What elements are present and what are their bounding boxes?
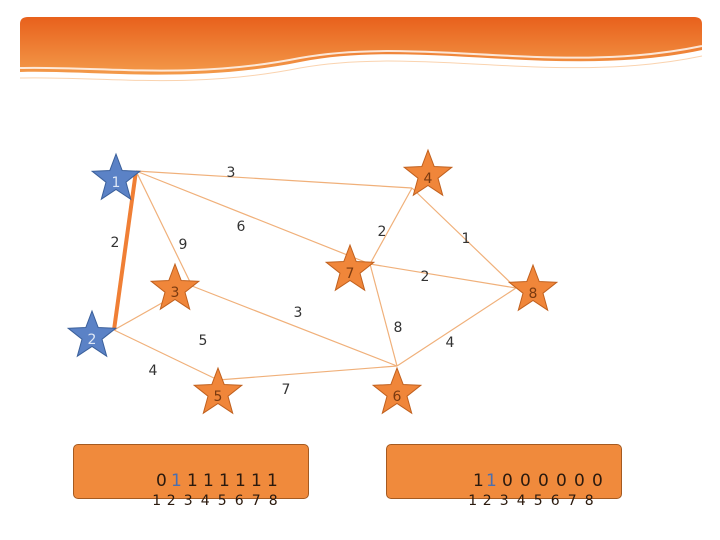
left-index: 7 [251, 493, 261, 509]
left-index: 1 [152, 493, 162, 509]
left-value: 1 [203, 471, 214, 491]
edge-1-7 [135, 170, 371, 265]
node-label-5: 5 [214, 389, 223, 405]
right-index: 3 [499, 493, 509, 509]
edge-weight-6-8: 4 [446, 335, 455, 351]
star-icon [324, 243, 376, 292]
edge-2-5 [113, 329, 219, 381]
right-value: 0 [574, 471, 585, 491]
edge-weight-3-6: 3 [294, 305, 303, 321]
right-value: 0 [556, 471, 567, 491]
star-icon [192, 366, 244, 415]
edge-5-6 [217, 365, 398, 381]
right-value: 0 [538, 471, 549, 491]
right-value: 1 [473, 471, 484, 491]
right-index: 2 [482, 493, 492, 509]
left-index: 3 [183, 493, 193, 509]
right-value: 0 [520, 471, 531, 491]
left-value: 1 [219, 471, 230, 491]
left-index: 8 [268, 493, 278, 509]
edge-weight-3-2: 5 [199, 333, 208, 349]
edge-4-7 [369, 187, 413, 265]
left-value: 1 [251, 471, 262, 491]
star-icon [402, 148, 454, 197]
edge-weight-1-3: 9 [179, 237, 188, 253]
edge-weight-1-4: 3 [227, 165, 236, 181]
left-index: 4 [200, 493, 210, 509]
right-value: 0 [592, 471, 603, 491]
edge-3-6 [191, 285, 398, 367]
right-value: 1 [486, 471, 497, 491]
left-value: 1 [235, 471, 246, 491]
left-index: 6 [234, 493, 244, 509]
star-icon [149, 262, 201, 311]
right-index: 5 [533, 493, 543, 509]
left-value: 1 [171, 471, 182, 491]
left-index: 5 [217, 493, 227, 509]
node-4: 4 [402, 148, 454, 197]
star-icon [371, 366, 423, 415]
left-value: 1 [267, 471, 278, 491]
star-icon [507, 263, 559, 312]
node-label-4: 4 [424, 171, 433, 187]
left-index: 2 [166, 493, 176, 509]
node-label-6: 6 [393, 389, 402, 405]
right-value: 0 [502, 471, 513, 491]
node-5: 5 [192, 366, 244, 415]
right-index: 4 [516, 493, 526, 509]
right-index: 7 [567, 493, 577, 509]
node-6: 6 [371, 366, 423, 415]
edge-4-8 [411, 187, 517, 289]
left-value: 1 [187, 471, 198, 491]
node-1: 1 [90, 152, 142, 201]
edge-weight-7-8: 2 [421, 269, 430, 285]
left-value: 0 [156, 471, 167, 491]
star-icon [90, 152, 142, 201]
star-icon [66, 309, 118, 358]
edge-weight-4-7: 2 [378, 224, 387, 240]
node-label-3: 3 [171, 285, 180, 301]
edge-1-4 [135, 170, 413, 189]
node-2: 2 [66, 309, 118, 358]
edge-7-6 [369, 263, 398, 367]
edge-weight-1-7: 6 [237, 219, 246, 235]
right-index: 1 [468, 493, 478, 509]
node-7: 7 [324, 243, 376, 292]
title-banner [19, 17, 703, 82]
node-label-7: 7 [346, 266, 355, 282]
right-index: 8 [584, 493, 594, 509]
node-label-2: 2 [88, 332, 97, 348]
node-8: 8 [507, 263, 559, 312]
node-label-1: 1 [112, 175, 121, 191]
node-label-8: 8 [529, 286, 538, 302]
edge-1-2 [112, 170, 138, 331]
edge-weight-1-2: 2 [111, 235, 120, 251]
edge-7-8 [369, 263, 517, 289]
right-index: 6 [550, 493, 560, 509]
edge-weight-2-5: 4 [149, 363, 158, 379]
node-3: 3 [149, 262, 201, 311]
edge-6-8 [396, 287, 517, 367]
edge-weight-5-6: 7 [282, 382, 291, 398]
edge-weight-4-8: 1 [462, 231, 471, 247]
edge-1-3 [135, 170, 193, 287]
edge-weight-7-6: 8 [394, 320, 403, 336]
